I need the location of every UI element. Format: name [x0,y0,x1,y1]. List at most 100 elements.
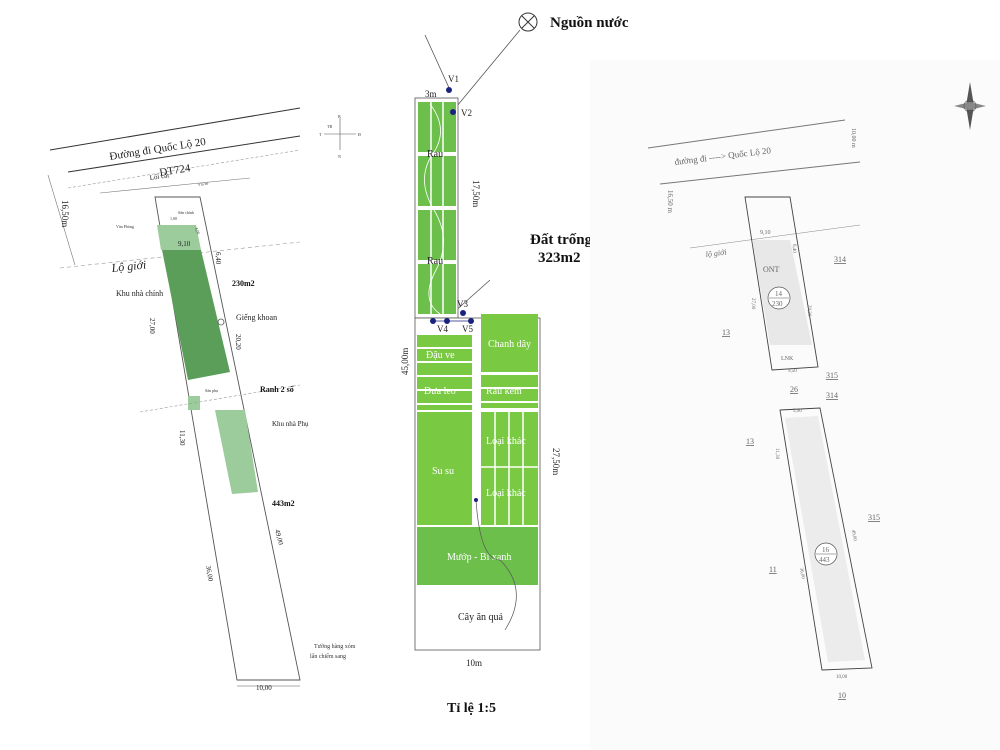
compass-ne: TB [327,124,332,129]
frontage-width: 16,50m [60,200,70,227]
scan-neighbor-315b: 315 [868,513,880,522]
dau-ve-bed-b [417,349,472,361]
road-line-mid [67,135,301,173]
scan-width-mid: 9,50 [788,369,797,374]
scan-neighbor-11: 11 [769,565,777,574]
rear-width: 10,00 [256,684,272,692]
road-name: Đường đi Quốc Lộ 20 [109,136,207,163]
scan-house-label: LNK [781,356,794,362]
scan-length-bottom-left: 36,00 [798,567,805,579]
valve-v4-label: V4 [437,324,448,334]
scan-area-top: 230 [772,300,783,308]
area-rear: 443m2 [272,499,295,508]
setback-label: Lộ giới [110,257,147,275]
plot-chanh-day: Chanh dây [488,339,531,350]
compass-e: Đ [358,132,361,137]
left-plan: Đường đi Quốc Lộ 20 DT724 Lối cắt Vĩa hè… [47,107,356,692]
neighbor-wall-label-2: lấn chiếm sang [310,653,346,660]
compass-s: N [338,154,341,159]
frontage-dim-line [47,174,76,266]
middle-plan: Nguồn nước Rau Rau Đậu ve Dưa leo Su su [400,12,629,716]
neighbor-top-right: Vĩa hè [197,181,208,187]
valve-v1-label: V1 [448,74,459,84]
chanh-day-bed [481,314,538,372]
neighbor-wall-label-1: Tường hàng xóm [314,644,356,650]
scan-parcel-lower [779,407,873,671]
valve-end [474,498,478,502]
front-yard-block [157,225,201,250]
rau-bed-4 [418,264,456,314]
plot-rau-1: Rau [427,149,443,160]
pipe-branch [452,279,491,314]
length-left-b: 11,30 [178,430,186,446]
dau-ve-bed-a [417,335,472,347]
scan-width-top: 9,10 [760,230,771,236]
dim-3m: 3m [425,89,437,99]
dim-10m: 10m [466,658,482,668]
valve-v2-label: V2 [461,108,472,118]
valve-v3 [460,310,466,316]
rau-bed-1 [418,102,456,152]
scan-neighbor-10: 10 [838,691,846,700]
rear-yard-block [188,396,200,410]
scan-parcel-upper [744,196,819,371]
side-room-label: Văn Phòng [116,224,134,229]
length-right-b: 49,00 [273,528,285,546]
plot-rau-kem: Rau kèm [486,386,522,397]
water-source-label: Nguồn nước [550,15,629,31]
empty-land-label-1: Đất trống [530,232,593,248]
water-pipe [451,29,521,113]
main-house-label: Khu nhà chính [116,289,163,298]
irrigation-path [475,499,517,631]
boundary-label: Ranh 2 sổ [260,385,294,394]
scan-parcel-top: 14 [775,290,783,298]
empty-land-label-2: 323m2 [538,250,581,266]
su-su-bed [417,412,472,525]
dau-ve-bed-c [417,363,472,375]
compass-n: B [338,114,341,119]
scan-parcel-bottom: 16 [822,546,830,554]
plot-rau-2: Rau [427,256,443,267]
scan-setback-dim: 6,40 [791,244,796,253]
valve-v3-label: V3 [457,299,468,309]
scan-background [590,60,1000,750]
scan-width-bottom: 10,00 [836,675,848,680]
scan-land-type: ONT [763,265,780,274]
secondary-house-block [215,410,258,494]
road-line-low [67,149,301,189]
scan-setback-line [689,224,861,249]
dua-leo-bed-c [417,405,472,410]
scan-road-top [647,119,846,149]
secondary-house-label: Khu nhà Phụ [272,420,309,428]
compass-rose-icon [954,82,986,130]
scan-area-bottom: 443 [819,556,830,564]
plot-muop-bi-xanh: Mướp - Bí xanh [447,552,511,563]
dim-45: 45,00m [400,348,410,375]
well-icon [217,318,225,326]
plot-cay-an-qua: Cây ăn quả [458,612,504,623]
road-line-top [49,107,301,151]
rau-bed-2 [418,156,456,206]
road-edge-label: Lối cắt [149,171,170,182]
scan-neighbor-13: 13 [722,328,730,337]
scan-road-bottom [659,161,861,185]
rau-kem-bed-c [481,403,538,408]
left-plot-outline [154,196,301,681]
setback-dim: 6,40 [214,252,222,265]
inner-dim: 4,00 [193,227,201,236]
length-left-a: 27,00 [148,318,156,334]
scan-neighbor-26: 26 [790,385,798,394]
length-right-a: 20,20 [234,334,242,350]
dua-leo-bed-b [417,391,472,403]
scan-length-right: 20,20 [806,305,811,317]
rau-kem-bed-a [481,375,538,387]
valve-v2 [450,109,456,115]
scan-neighbor-314b: 314 [826,391,838,400]
scan-neighbor-315: 315 [826,371,838,380]
scan-road-width: 10,00 m [850,128,856,148]
well-label: Giếng khoan [236,313,277,322]
pipe-left [424,34,451,91]
compass-small: B TB T Đ N [319,114,361,159]
road-code: DT724 [159,162,192,179]
plot-loai-khac-2: Loại khác [486,488,526,499]
